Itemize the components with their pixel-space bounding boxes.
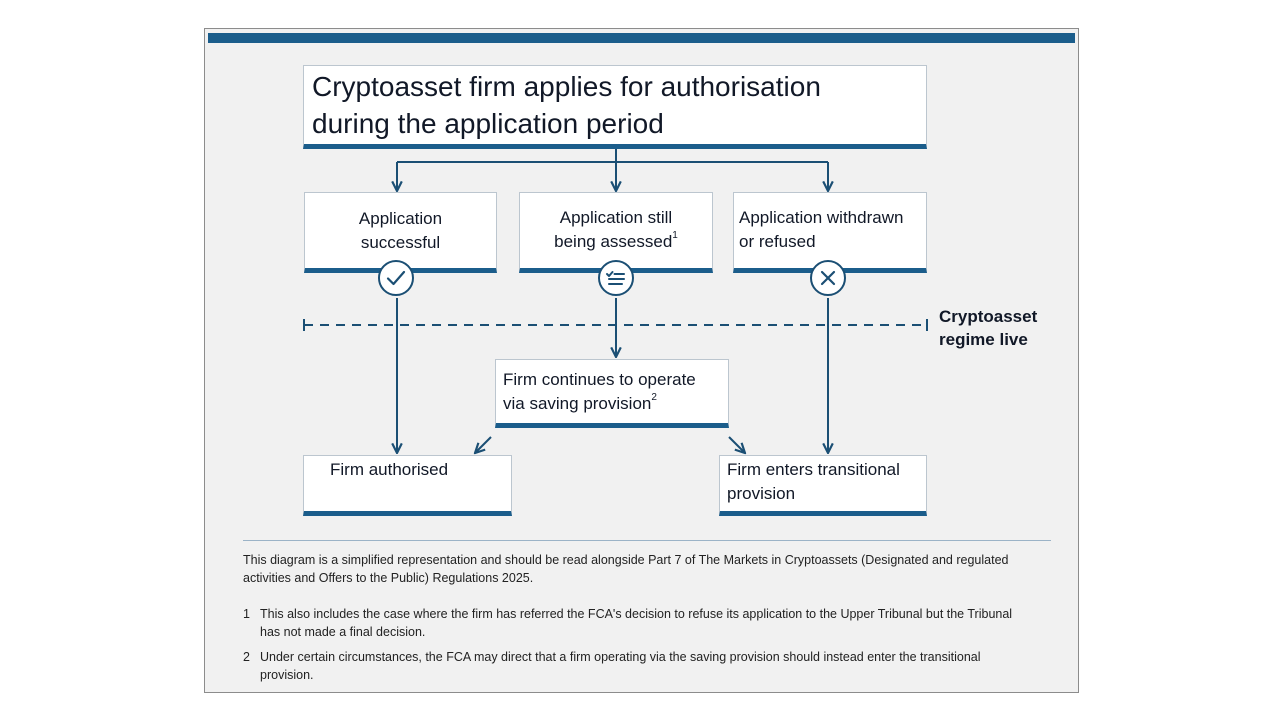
check-circle-icon — [378, 260, 414, 296]
notes-separator — [243, 540, 1051, 541]
outcome-successful-line2: successful — [360, 233, 441, 252]
footnote-1-number: 1 — [243, 607, 250, 621]
regime-live-line2: regime live — [939, 330, 1028, 349]
cross-circle-icon — [810, 260, 846, 296]
outcome-assessed-line2-wrap: being assessed1 — [524, 230, 708, 254]
footnote-ref-2: 2 — [651, 392, 657, 404]
outcome-successful-line1: Application — [358, 209, 443, 228]
saving-provision-line1: Firm continues to operate — [503, 370, 696, 389]
outcome-refused-line1: Application withdrawn — [739, 208, 904, 227]
footnote-1-text: This also includes the case where the fi… — [260, 607, 1013, 639]
regime-live-label: Cryptoasset regime live — [939, 305, 1037, 351]
top-box: Cryptoasset firm applies for authorisati… — [303, 65, 927, 149]
footnote-2-text: Under certain circumstances, the FCA may… — [260, 650, 981, 682]
transitional-provision-line1: Firm enters transitional — [727, 460, 900, 479]
footnote-2-number: 2 — [243, 650, 250, 664]
connector-arrows — [303, 147, 928, 694]
outcome-successful-box: Application successful — [304, 192, 497, 273]
accent-bar — [208, 33, 1075, 43]
saving-provision-line2-wrap: via saving provision2 — [503, 392, 724, 416]
transitional-provision-box: Firm enters transitional provision — [719, 455, 927, 516]
footnote-ref-1: 1 — [672, 230, 678, 242]
transitional-provision-line2: provision — [727, 484, 796, 503]
firm-authorised-line1: Firm authorised — [330, 460, 449, 479]
outcome-refused-box: Application withdrawn or refused — [733, 192, 927, 273]
saving-provision-line2: via saving provision — [503, 394, 652, 413]
diagram-frame: Cryptoasset firm applies for authorisati… — [204, 28, 1079, 693]
top-box-line2: during the application period — [312, 108, 664, 139]
arrow-saving-to-transitional — [728, 436, 745, 453]
outcome-assessed-line1: Application still — [559, 208, 673, 227]
firm-authorised-box: Firm authorised — [303, 455, 512, 516]
disclaimer-text: This diagram is a simplified representat… — [243, 553, 1009, 585]
arrow-saving-to-authorised — [475, 436, 492, 453]
footnote-2: 2 Under certain circumstances, the FCA m… — [243, 648, 1033, 684]
outcome-assessed-line2: being assessed — [554, 232, 673, 251]
checklist-circle-icon — [598, 260, 634, 296]
outcome-refused-line2: or refused — [739, 232, 816, 251]
saving-provision-box: Firm continues to operate via saving pro… — [495, 359, 729, 428]
regime-live-line1: Cryptoasset — [939, 307, 1038, 326]
top-box-line1: Cryptoasset firm applies for authorisati… — [312, 71, 821, 102]
footnote-1: 1 This also includes the case where the … — [243, 605, 1033, 641]
